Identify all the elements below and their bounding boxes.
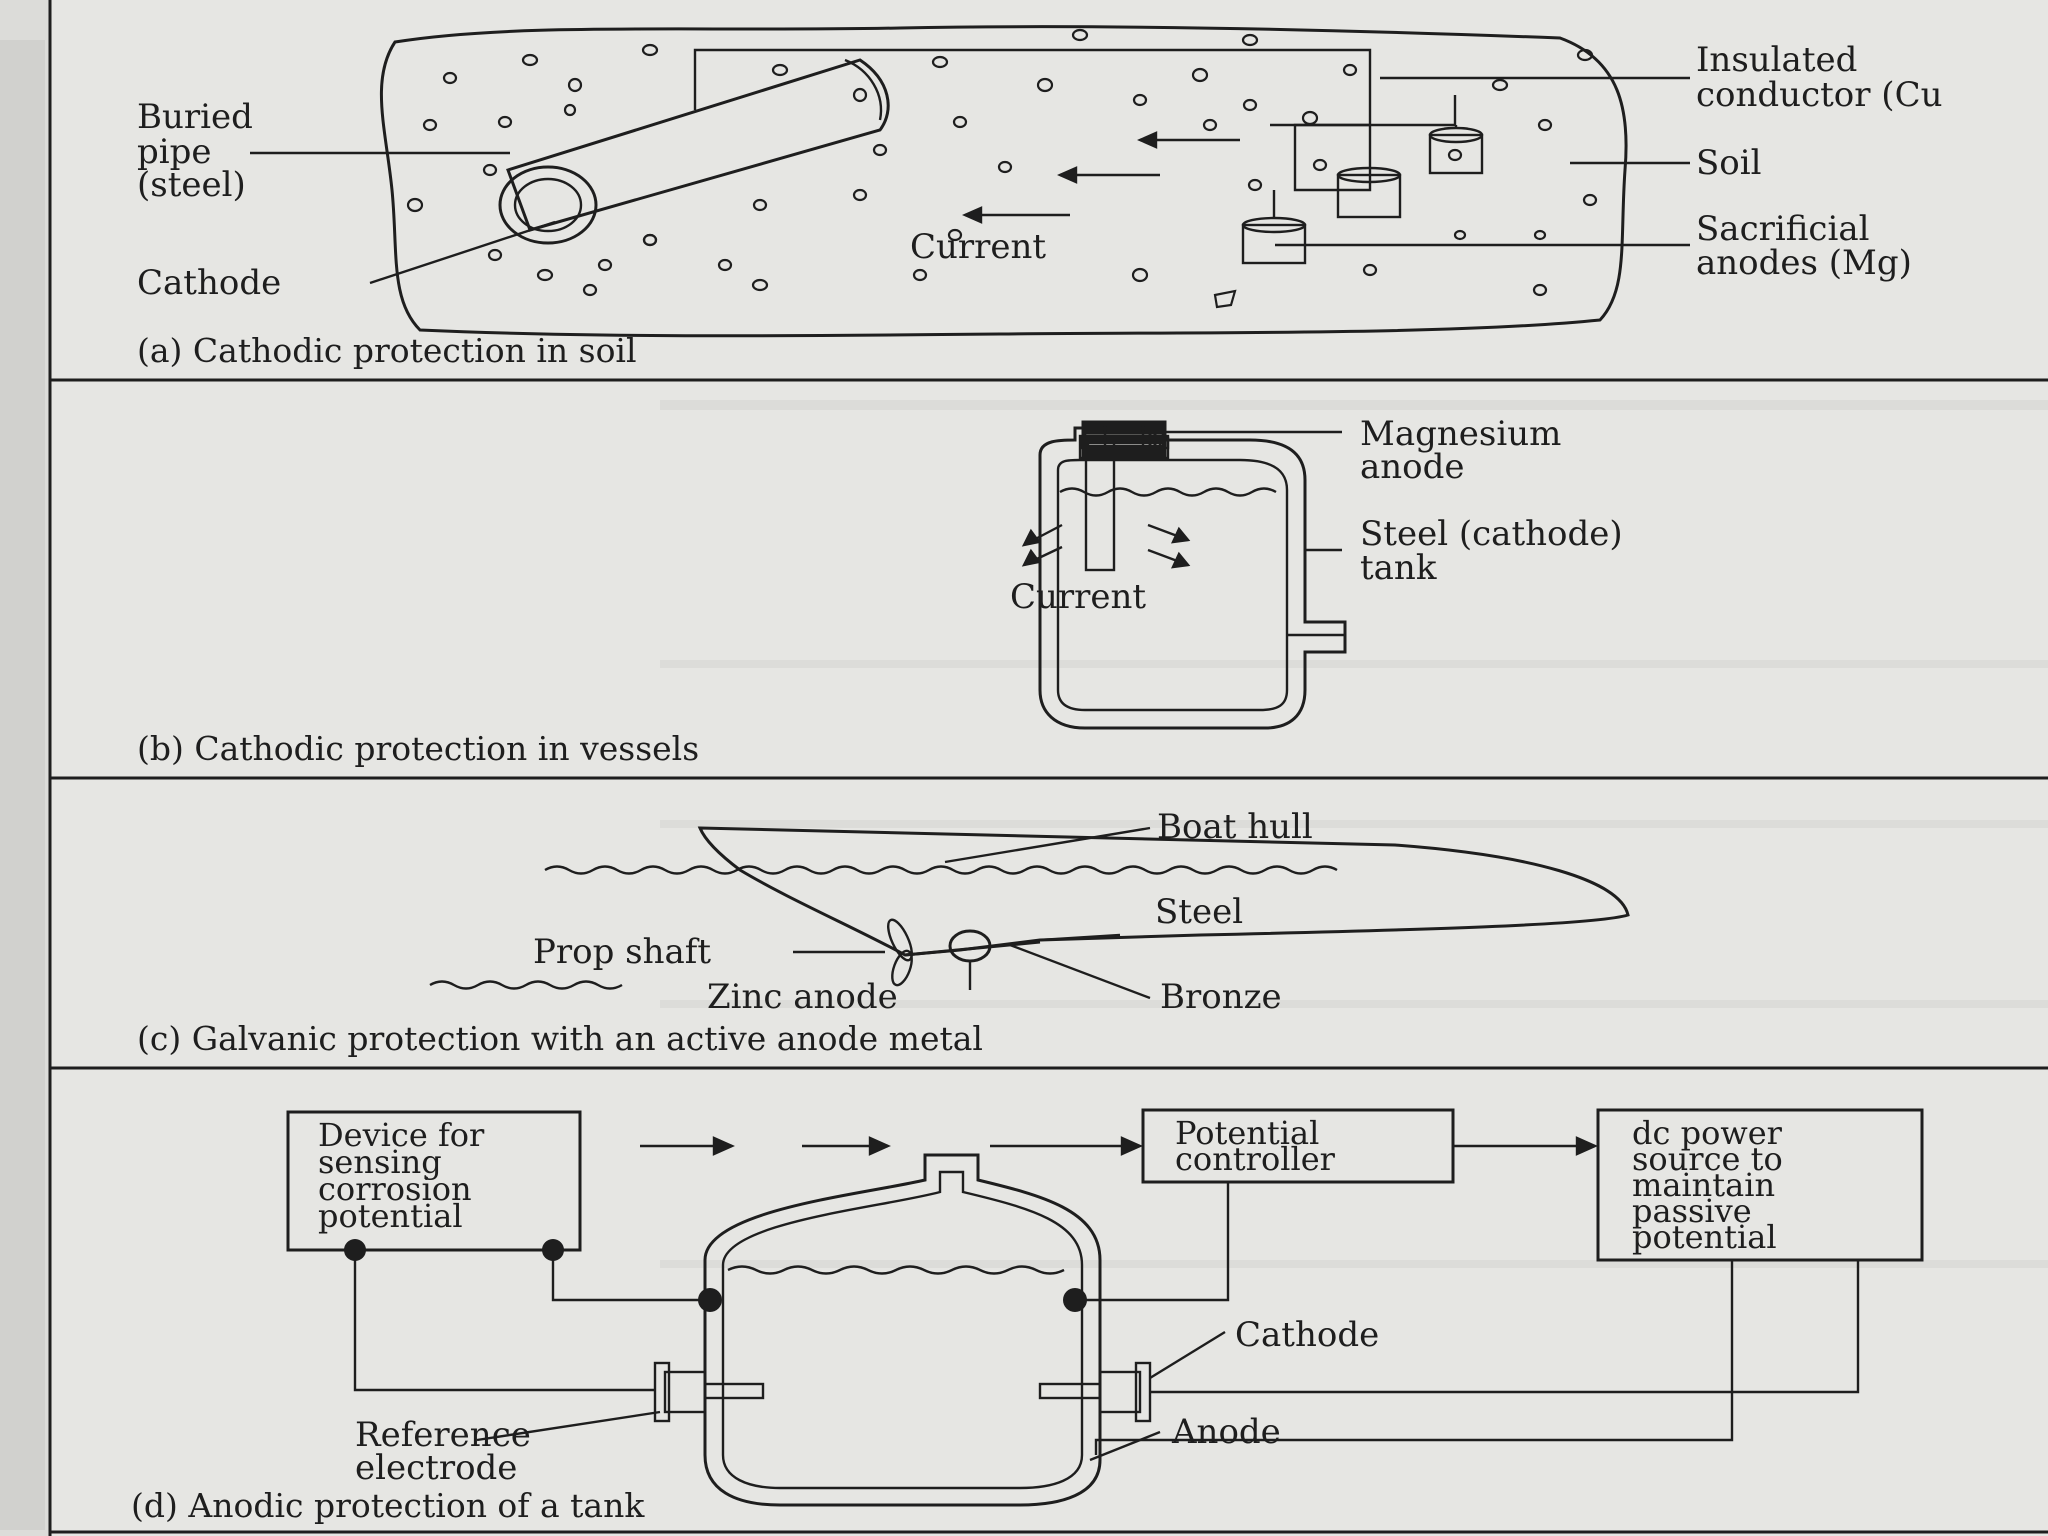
reference-electrode-label-1: Reference [355, 1415, 531, 1455]
figure-area [50, 0, 2048, 1536]
magnesium-anode-label-2: anode [1360, 447, 1465, 487]
magnesium-anode-rod [1084, 438, 1116, 572]
soil-region [379, 25, 1628, 338]
steel-tank-label-1: Steel (cathode) [1360, 514, 1623, 554]
bronze-label: Bronze [1160, 977, 1282, 1017]
prop-shaft-label: Prop shaft [533, 932, 711, 972]
signal-arrows [640, 1136, 1598, 1156]
soil-label: Soil [1696, 143, 1762, 183]
dc-power-text-4: passive [1632, 1192, 1752, 1230]
current-label: Current [910, 227, 1046, 267]
sacrificial-anode-2 [1336, 166, 1402, 219]
propeller-blade-1 [887, 918, 913, 962]
water-line-bottom [429, 980, 623, 990]
water-line-top [544, 865, 1338, 875]
dc-power-source-box [1596, 1108, 1924, 1262]
steel-tank-label-2: tank [1360, 548, 1437, 588]
buried-pipe-label-3: (steel) [137, 165, 246, 205]
potential-controller-text-2: controller [1175, 1140, 1336, 1178]
panel-b: Magnesium anode Steel (cathode) tank Cur… [137, 414, 1623, 768]
current-arrows [962, 131, 1240, 224]
wiring [353, 1182, 1860, 1455]
steel-label: Steel [1155, 892, 1243, 932]
soil-particles [406, 28, 1598, 309]
sensing-device-text-4: potential [318, 1197, 463, 1235]
anode-label-d: Anode [1171, 1412, 1281, 1452]
sensing-device-box [286, 1110, 582, 1252]
boat-hull [697, 826, 1630, 957]
caption-c: (c) Galvanic protection with an active a… [137, 1019, 983, 1058]
insulated-conductor-label-1: Insulated [1696, 40, 1857, 80]
protected-tank [703, 1153, 1102, 1507]
sensing-device-text-3: corrosion [318, 1170, 472, 1208]
dc-power-text-3: maintain [1632, 1166, 1775, 1204]
sensing-device-text-2: sensing [318, 1143, 442, 1181]
propeller-blade-2 [891, 949, 913, 987]
reference-electrode-label-2: electrode [355, 1448, 517, 1488]
panel-d: Device for sensing corrosion potential P… [131, 1108, 1924, 1525]
prop-shaft [904, 940, 1041, 957]
sacrificial-anodes-label-1: Sacrificial [1696, 209, 1869, 249]
caption-b: (b) Cathodic protection in vessels [137, 729, 699, 768]
bleed-through-texture [0, 40, 2048, 1530]
panel-c: Boat hull Steel Prop shaft Zinc anode Br… [137, 807, 1630, 1058]
zinc-anode-label: Zinc anode [707, 977, 898, 1017]
boat-hull-label: Boat hull [1157, 807, 1313, 847]
buried-pipe-label-2: pipe [137, 132, 212, 172]
terminals [344, 1239, 1087, 1312]
buried-pipe [498, 58, 890, 245]
cathode-label-d: Cathode [1235, 1315, 1379, 1355]
buried-pipe-label-1: Buried [137, 97, 253, 137]
insulated-conductor-label-2: conductor (Cu [1696, 75, 1942, 115]
reference-electrode [653, 1361, 765, 1423]
panel-a: Buried pipe (steel) Cathode Current Insu… [137, 25, 1942, 370]
steel-tank [1038, 426, 1347, 730]
caption-a: (a) Cathodic protection in soil [137, 331, 637, 370]
potential-controller-text-1: Potential [1175, 1114, 1319, 1152]
caption-d: (d) Anodic protection of a tank [131, 1486, 645, 1525]
cathode-label: Cathode [137, 263, 281, 303]
current-label-b: Current [1010, 577, 1146, 617]
dc-power-text-2: source to [1632, 1140, 1783, 1178]
sensing-device-text-1: Device for [318, 1116, 485, 1154]
magnesium-anode-label-1: Magnesium [1360, 414, 1561, 454]
sacrificial-anodes-label-2: anodes (Mg) [1696, 243, 1912, 283]
dc-power-text-1: dc power [1632, 1114, 1783, 1152]
sacrificial-anode-3 [1428, 125, 1484, 175]
current-arrows-b [1021, 523, 1191, 569]
dc-power-text-5: potential [1632, 1218, 1777, 1256]
